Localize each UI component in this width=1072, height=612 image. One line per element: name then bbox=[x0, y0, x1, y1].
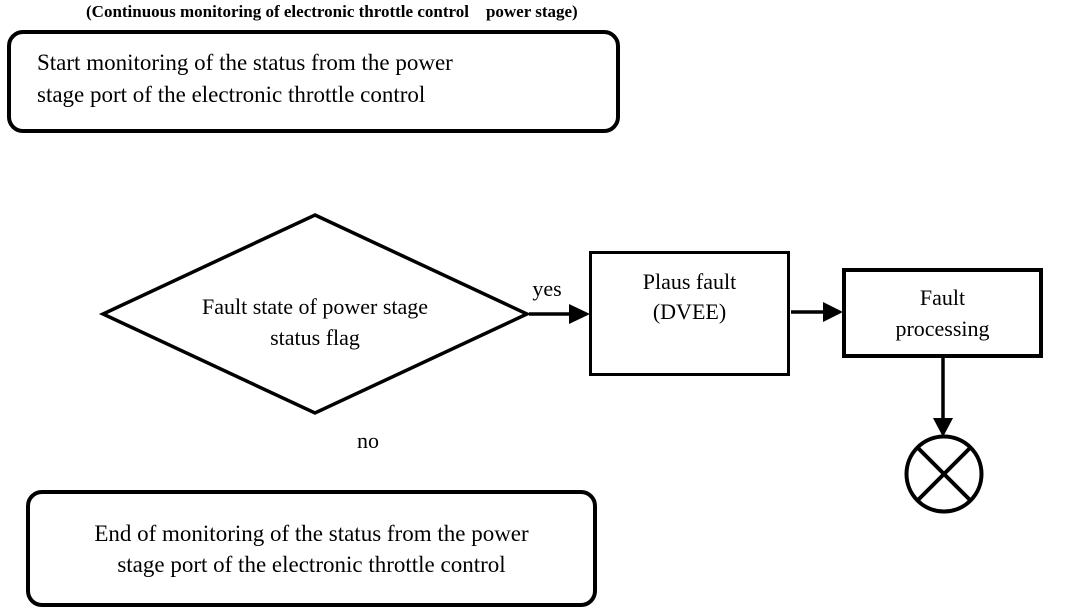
start-node-text: Start monitoring of the status from the … bbox=[37, 47, 453, 111]
fault-processing-node-text: Fault processing bbox=[846, 282, 1039, 344]
arrow-fault-to-terminator-head bbox=[933, 418, 953, 437]
arrow-yes-head bbox=[569, 304, 590, 324]
plaus-fault-line2: (DVEE) bbox=[652, 299, 727, 324]
arrow-plaus-to-fault-head bbox=[823, 302, 843, 322]
decision-node-text: Fault state of power stage status flag bbox=[103, 291, 527, 353]
edge-label-no: no bbox=[357, 428, 379, 453]
end-node-line2: stage port of the electronic throttle co… bbox=[117, 552, 506, 577]
end-node-text: End of monitoring of the status from the… bbox=[30, 518, 593, 580]
fault-processing-line1: Fault bbox=[919, 285, 966, 310]
start-node-line1: Start monitoring of the status from the … bbox=[37, 50, 453, 75]
end-node-line1: End of monitoring of the status from the… bbox=[94, 521, 529, 546]
start-node-line2: stage port of the electronic throttle co… bbox=[37, 82, 426, 107]
plaus-fault-line1: Plaus fault bbox=[642, 269, 737, 294]
decision-node-line1: Fault state of power stage bbox=[201, 294, 429, 319]
start-node: Start monitoring of the status from the … bbox=[7, 30, 620, 133]
end-node: End of monitoring of the status from the… bbox=[26, 490, 597, 607]
decision-node-line2: status flag bbox=[270, 325, 360, 350]
plaus-fault-node-text: Plaus fault (DVEE) bbox=[592, 267, 787, 327]
diagram-title: (Continuous monitoring of electronic thr… bbox=[86, 2, 578, 21]
plaus-fault-node: Plaus fault (DVEE) bbox=[589, 251, 790, 376]
edge-label-yes: yes bbox=[532, 276, 562, 301]
fault-processing-line2: processing bbox=[895, 316, 990, 341]
terminator-x-stroke-2 bbox=[916, 446, 972, 502]
fault-processing-node: Fault processing bbox=[842, 268, 1043, 358]
decision-diamond-shape bbox=[98, 213, 532, 415]
